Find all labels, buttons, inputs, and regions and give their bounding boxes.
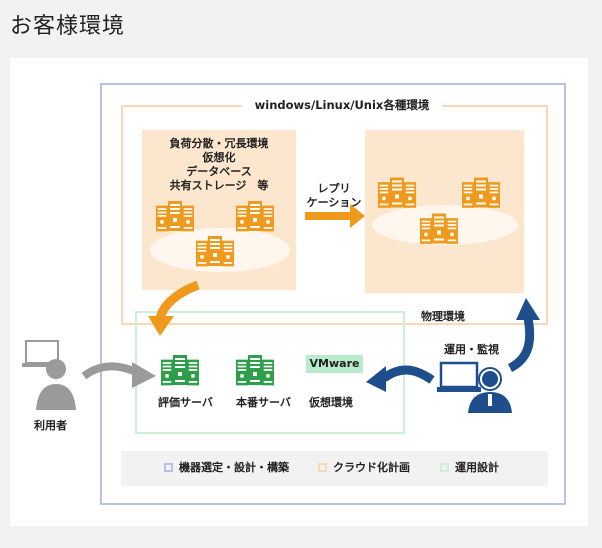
legend-label: 運用設計	[455, 461, 499, 474]
operator-at-computer-icon	[437, 361, 512, 413]
server-icon	[196, 236, 234, 267]
replication-line: ケーション	[306, 196, 362, 209]
user-to-service-arrow	[81, 362, 156, 388]
server-icon	[236, 201, 274, 232]
cluster-line: 仮想化	[202, 151, 236, 164]
user-at-computer-icon	[22, 340, 76, 410]
replication-label: レプリ ケーション	[306, 182, 362, 210]
legend-label: クラウド化計画	[333, 461, 410, 474]
legend-swatch	[440, 462, 449, 472]
legend-item-cloud: クラウド化計画	[318, 459, 410, 475]
migration-arrow	[148, 280, 200, 336]
legend-swatch	[164, 462, 173, 472]
replication-arrow	[305, 204, 365, 228]
cluster-description: 負荷分散・冗長環境 仮想化 データベース 共有ストレージ 等	[142, 137, 296, 193]
legend-item-design: 機器選定・設計・構築	[164, 459, 289, 475]
user-label: 利用者	[34, 419, 67, 432]
legend-item-ops: 運用設計	[440, 459, 499, 475]
replication-line: レプリ	[317, 182, 351, 195]
physical-label: 物理環境	[421, 310, 465, 323]
prod-server-label: 本番サーバ	[236, 396, 291, 409]
server-icon	[156, 201, 194, 232]
design-build-frame	[100, 83, 566, 505]
cluster-line: 負荷分散・冗長環境	[169, 137, 269, 150]
os-environment-label: windows/Linux/Unix各種環境	[242, 97, 442, 113]
ops-to-virtual-arrow	[366, 365, 435, 392]
legend	[121, 451, 548, 486]
ops-monitor-label: 運用・監視	[444, 343, 499, 356]
cluster-line: 共有ストレージ 等	[169, 179, 269, 192]
eval-server-label: 評価サーバ	[158, 396, 213, 409]
server-icon	[236, 355, 274, 386]
virtual-env-label: 仮想環境	[309, 396, 353, 409]
legend-label: 機器選定・設計・構築	[179, 461, 289, 474]
server-icon	[161, 355, 199, 386]
page-title: お客様環境	[10, 14, 126, 39]
cluster-line: データベース	[186, 165, 252, 178]
vmware-badge: VMware	[306, 355, 363, 373]
server-icon	[462, 177, 500, 208]
server-icon	[378, 177, 416, 208]
ops-to-physical-arrow	[507, 298, 540, 373]
server-icon	[420, 213, 458, 244]
legend-swatch	[318, 462, 327, 472]
